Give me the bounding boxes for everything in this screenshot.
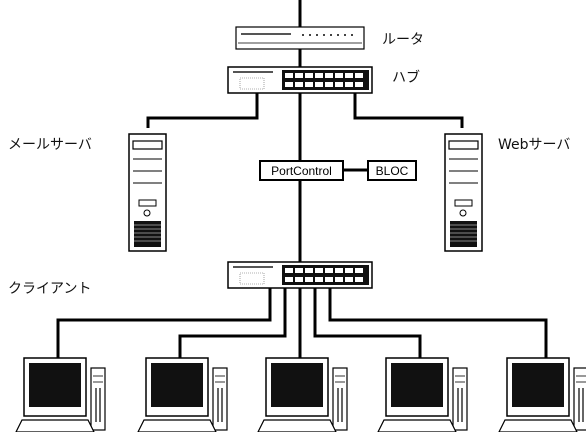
hub-label: ハブ	[392, 69, 420, 86]
hub-web-line	[353, 93, 464, 128]
client-pc-2	[137, 357, 228, 432]
router-label: ルータ	[382, 32, 424, 48]
switch-device	[227, 261, 373, 289]
hub-mail-line	[146, 93, 259, 128]
web-server-device	[444, 133, 483, 252]
portcontrol-label: PortControl	[271, 164, 332, 178]
client-pc-5	[498, 357, 586, 432]
client-pc-1	[15, 357, 106, 432]
bloc-label: BLOC	[376, 164, 409, 178]
connection-lines	[56, 0, 548, 358]
portcontrol-box: PortControl	[259, 160, 344, 181]
web-server-label: Webサーバ	[498, 137, 570, 153]
client-pc-3	[257, 357, 348, 432]
switch-client1-line	[56, 288, 272, 358]
switch-client5-line	[328, 288, 548, 358]
mail-server-device	[128, 133, 167, 252]
switch-client4-line	[313, 288, 422, 358]
router-device	[235, 26, 365, 50]
client-pc-4	[377, 357, 468, 432]
hub-device	[227, 66, 373, 94]
clients-label: クライアント	[8, 281, 91, 297]
switch-client2-line	[178, 288, 287, 358]
bloc-box: BLOC	[367, 160, 417, 181]
mail-server-label: メールサーバ	[8, 137, 92, 153]
